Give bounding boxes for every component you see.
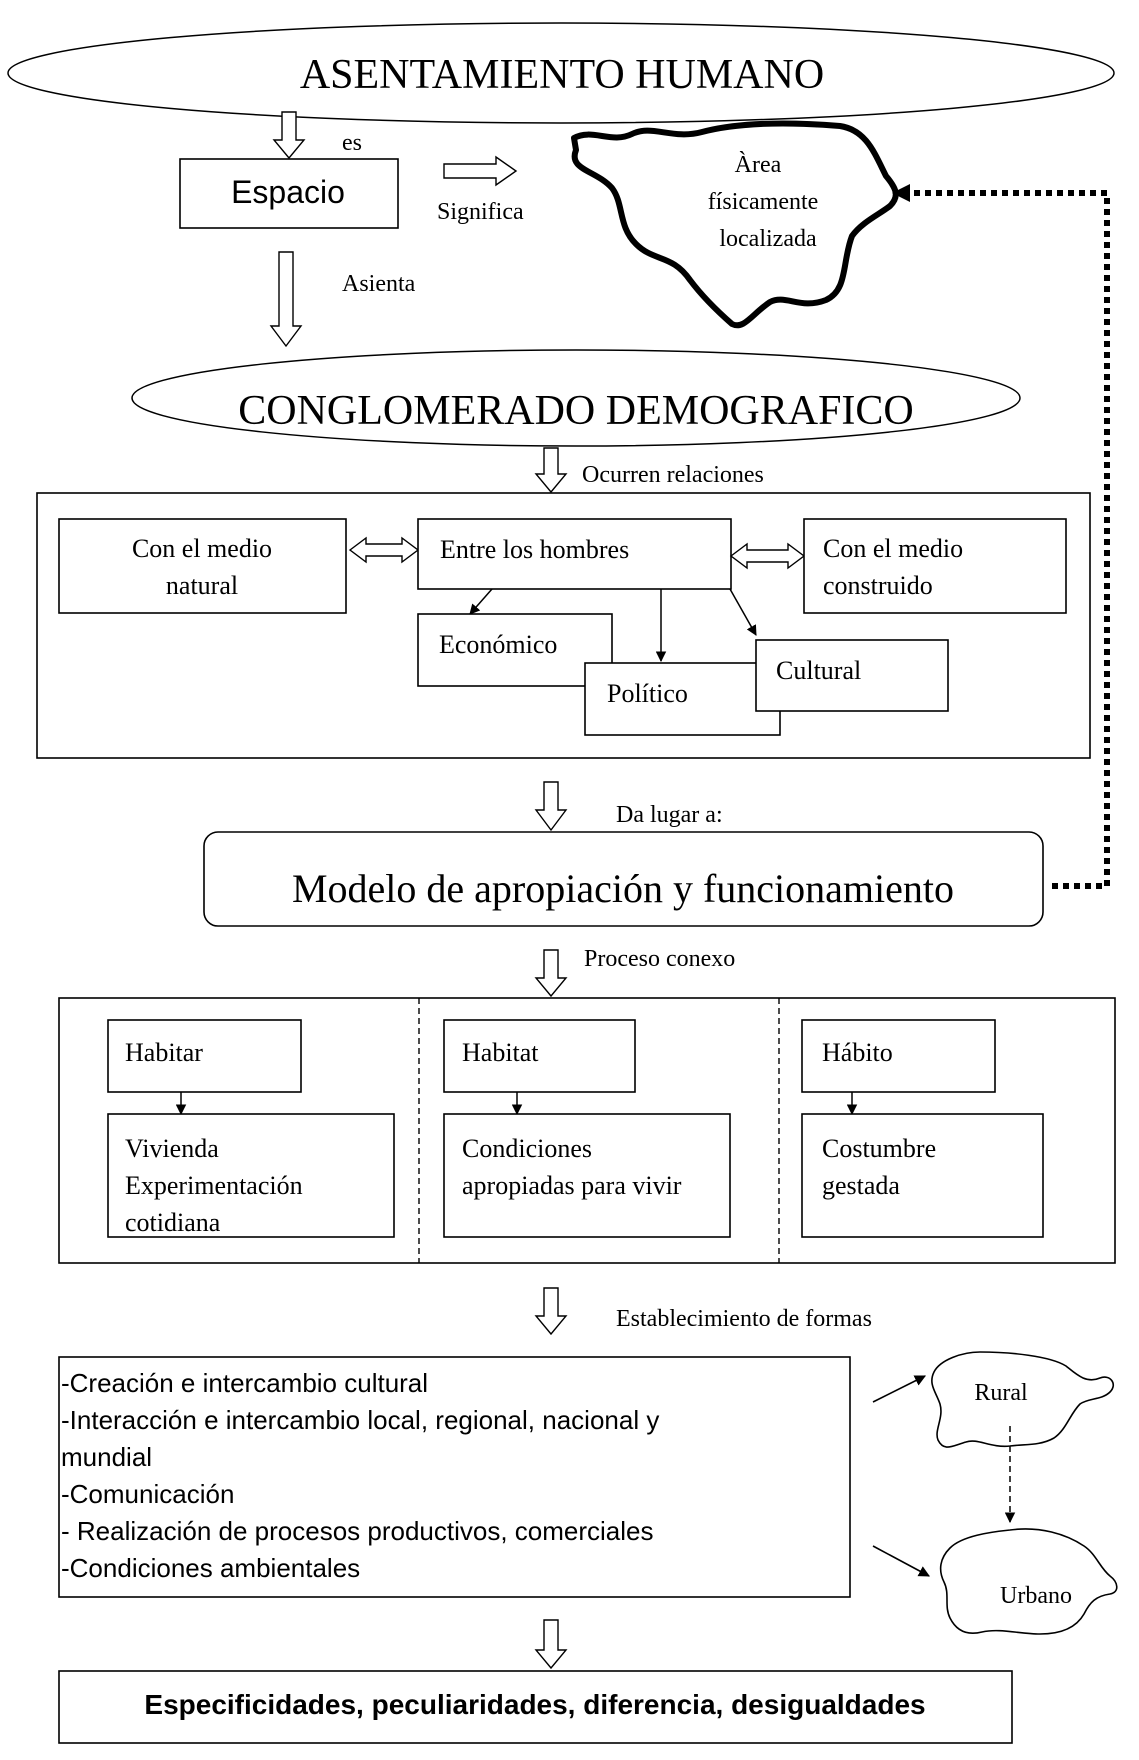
title-text: ASENTAMIENTO HUMANO xyxy=(300,52,824,98)
vivienda-line-1: Vivienda xyxy=(125,1134,219,1163)
arrow-to-rural xyxy=(872,1375,927,1403)
conclusion-box xyxy=(58,1670,1013,1744)
rural-text: Rural xyxy=(974,1380,1028,1406)
area-line-1: Àrea xyxy=(735,152,782,178)
arrow-to-cultural xyxy=(729,588,757,636)
medio-natural-box xyxy=(58,518,347,614)
edge-label-ocurren: Ocurren relaciones xyxy=(582,462,764,488)
entre-hombres-box xyxy=(417,518,732,590)
habitat-box xyxy=(443,1019,636,1093)
feedback-dotted-line xyxy=(906,190,1110,889)
area-line-3: localizada xyxy=(719,226,817,252)
arrow-establecimiento xyxy=(534,1287,568,1336)
condiciones-box xyxy=(443,1113,731,1238)
formas-line-3: mundial xyxy=(61,1442,152,1472)
medio-natural-line-1: Con el medio xyxy=(132,534,272,563)
conclusion-text: Especificidades, peculiaridades, diferen… xyxy=(144,1689,925,1720)
conglomerado-text: CONGLOMERADO DEMOGRAFICO xyxy=(238,388,914,434)
habito-text: Hábito xyxy=(822,1038,893,1067)
formas-line-4: -Comunicación xyxy=(61,1479,234,1509)
espacio-text: Espacio xyxy=(231,174,345,210)
habitar-text: Habitar xyxy=(125,1038,203,1067)
arrow-conclusion xyxy=(534,1619,568,1670)
medio-construido-line-2: construido xyxy=(823,571,933,600)
rural-blob xyxy=(931,1351,1115,1448)
arrow-to-urbano xyxy=(872,1545,930,1577)
area-blob xyxy=(571,120,899,329)
area-line-2: físicamente xyxy=(708,189,819,215)
habito-box xyxy=(801,1019,996,1093)
edge-label-da-lugar: Da lugar a: xyxy=(616,802,723,828)
formas-line-1: -Creación e intercambio cultural xyxy=(61,1368,428,1398)
edge-label-establecimiento: Establecimiento de formas xyxy=(616,1306,872,1332)
politico-box xyxy=(584,662,781,736)
arrow-asienta xyxy=(269,251,303,348)
condiciones-line-1: Condiciones xyxy=(462,1134,592,1163)
vivienda-box xyxy=(107,1113,395,1238)
urbano-text: Urbano xyxy=(1000,1583,1072,1609)
conglomerado-ellipse xyxy=(131,349,1021,447)
medio-construido-line-1: Con el medio xyxy=(823,534,963,563)
arrow-ocurren xyxy=(534,447,568,494)
vivienda-line-2: Experimentación xyxy=(125,1171,303,1200)
urbano-blob xyxy=(939,1528,1118,1635)
costumbre-box xyxy=(801,1113,1044,1238)
economico-box xyxy=(417,613,613,687)
arrow-da-lugar xyxy=(534,781,568,832)
espacio-box xyxy=(179,158,399,229)
modelo-box xyxy=(203,831,1044,927)
medio-natural-line-2: natural xyxy=(166,571,238,600)
costumbre-line-1: Costumbre xyxy=(822,1134,936,1163)
edge-label-significa: Significa xyxy=(437,199,524,225)
edge-label-es: es xyxy=(342,130,362,156)
vivienda-line-3: cotidiana xyxy=(125,1208,221,1237)
modelo-text: Modelo de apropiación y funcionamiento xyxy=(292,866,954,911)
arrow-es xyxy=(272,111,306,160)
formas-box xyxy=(58,1356,851,1598)
condiciones-line-2: apropiadas para vivir xyxy=(462,1171,682,1200)
economico-text: Económico xyxy=(439,630,557,659)
costumbre-line-2: gestada xyxy=(822,1171,900,1200)
entre-hombres-text: Entre los hombres xyxy=(440,535,629,564)
edge-label-proceso: Proceso conexo xyxy=(584,946,735,972)
habitat-text: Habitat xyxy=(462,1038,539,1067)
habitar-box xyxy=(107,1019,302,1093)
medio-construido-box xyxy=(803,518,1067,614)
politico-text: Político xyxy=(607,679,688,708)
cultural-text: Cultural xyxy=(776,656,861,685)
cultural-box xyxy=(755,639,949,712)
formas-line-5: - Realización de procesos productivos, c… xyxy=(61,1516,654,1546)
arrow-to-economico xyxy=(469,588,493,615)
formas-line-6: -Condiciones ambientales xyxy=(61,1553,360,1583)
title-ellipse xyxy=(7,22,1115,124)
arrow-significa xyxy=(443,155,518,187)
edge-label-asienta: Asienta xyxy=(342,271,416,297)
feedback-arrowhead xyxy=(892,184,910,202)
arrow-proceso xyxy=(534,949,568,998)
formas-line-2: -Interacción e intercambio local, region… xyxy=(61,1405,659,1435)
